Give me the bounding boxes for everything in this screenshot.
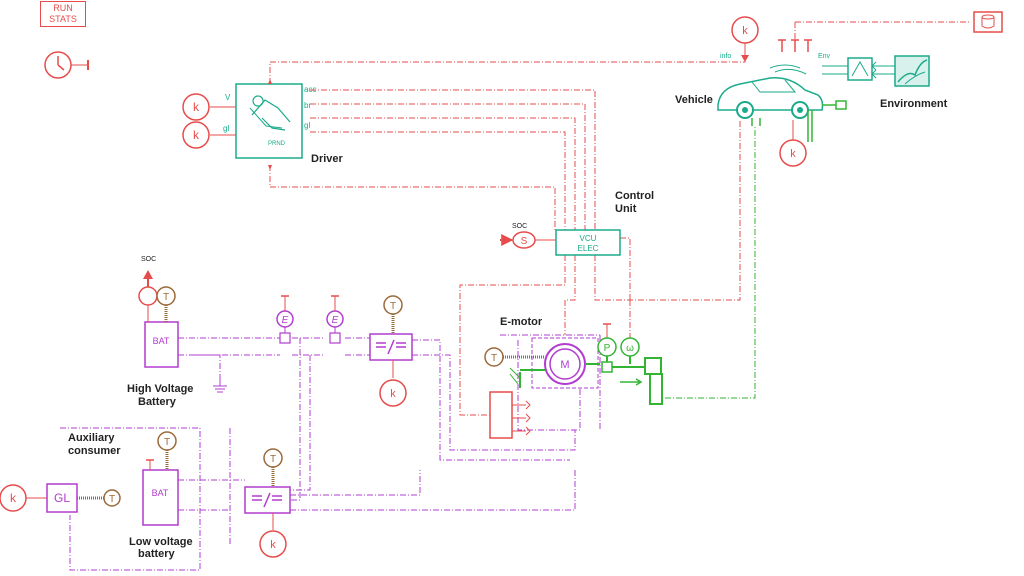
hv-bat-label: BAT bbox=[153, 336, 170, 346]
hv-battery-label-1: High Voltage bbox=[127, 383, 193, 395]
dcdc-converter-lv[interactable] bbox=[244, 486, 291, 514]
gl-label: GL bbox=[54, 491, 70, 505]
p-label: P bbox=[604, 343, 611, 354]
run-stats-button[interactable]: RUN STATS bbox=[40, 1, 86, 27]
k-label: k bbox=[390, 388, 396, 400]
omega-label: ω bbox=[626, 343, 634, 354]
k-constant-aux[interactable] bbox=[0, 484, 47, 512]
environment-block[interactable] bbox=[822, 55, 930, 87]
k-constant-driver-gl[interactable] bbox=[182, 121, 210, 149]
soc-sensor-vcu[interactable] bbox=[500, 231, 556, 249]
driver-label: Driver bbox=[311, 153, 344, 165]
lv-temp-sensor[interactable] bbox=[157, 431, 177, 470]
hv-battery-block[interactable] bbox=[144, 321, 179, 368]
hv-temperature-sensor[interactable] bbox=[156, 286, 176, 322]
database-icon[interactable] bbox=[973, 11, 1003, 33]
motor-controller-block[interactable] bbox=[489, 391, 531, 439]
energy-sensor-2[interactable] bbox=[326, 295, 344, 344]
speed-sensor[interactable] bbox=[620, 337, 640, 364]
run-label: RUN bbox=[53, 3, 73, 13]
k-constant-dcdc-hv[interactable] bbox=[379, 360, 407, 407]
port-env: Env bbox=[818, 53, 831, 60]
e-label: E bbox=[282, 315, 289, 326]
emotor-temp-sensor[interactable] bbox=[484, 347, 545, 367]
port-driver-gl: gl bbox=[223, 124, 229, 133]
signal-lines bbox=[269, 21, 970, 416]
control-unit-label-2: Unit bbox=[615, 203, 637, 215]
gearbox-block[interactable] bbox=[612, 357, 663, 405]
port-gl: gl bbox=[304, 121, 310, 130]
ground-symbol bbox=[213, 380, 227, 393]
dcdc-hv-temp-sensor[interactable] bbox=[383, 295, 403, 334]
k-constant-vehicle-bottom[interactable] bbox=[779, 120, 807, 167]
t-label: T bbox=[491, 353, 497, 364]
dcdc-converter-hv[interactable] bbox=[369, 333, 413, 361]
k-label: k bbox=[10, 491, 17, 505]
lv-soc-port bbox=[146, 459, 154, 470]
control-unit-label-1: Control bbox=[615, 190, 654, 202]
t-label: T bbox=[163, 292, 169, 303]
lv-battery-block[interactable] bbox=[142, 469, 179, 526]
k-label: k bbox=[193, 128, 200, 142]
k-constant-dcdc-lv[interactable] bbox=[259, 513, 287, 558]
port-br: br bbox=[304, 101, 311, 110]
stats-label: STATS bbox=[49, 14, 77, 24]
s-label: S bbox=[521, 236, 528, 247]
hv-soc-sensor[interactable] bbox=[138, 270, 158, 322]
vehicle-label: Vehicle bbox=[675, 94, 713, 106]
aux-label-1: Auxiliary bbox=[68, 432, 115, 444]
aux-temp-sensor[interactable] bbox=[77, 489, 121, 507]
k-label: k bbox=[742, 25, 748, 37]
lv-battery-label-2: battery bbox=[138, 548, 176, 560]
prnd-label: PRND bbox=[268, 141, 286, 147]
port-v: V bbox=[225, 93, 231, 102]
soc-label-vcu: SOC bbox=[512, 223, 527, 230]
t-label: T bbox=[270, 454, 276, 465]
aux-consumer-block[interactable] bbox=[46, 483, 78, 513]
k-label: k bbox=[270, 539, 276, 551]
mechanical-signal-lines bbox=[665, 125, 756, 399]
t-label: T bbox=[109, 494, 115, 505]
environment-label: Environment bbox=[880, 98, 948, 110]
emotor-label: E-motor bbox=[500, 316, 543, 328]
lv-bat-label: BAT bbox=[152, 488, 169, 498]
elec-label: ELEC bbox=[578, 244, 599, 253]
power-sensor[interactable] bbox=[597, 323, 617, 373]
port-acc: acc bbox=[304, 85, 316, 94]
k-constant-driver-v[interactable] bbox=[182, 93, 210, 121]
t-label: T bbox=[164, 437, 170, 448]
e-label: E bbox=[332, 315, 339, 326]
vcu-label: VCU bbox=[580, 234, 597, 243]
port-info: info bbox=[720, 53, 731, 60]
motor-label: M bbox=[560, 359, 569, 371]
clock-icon[interactable] bbox=[44, 51, 89, 79]
t-label: T bbox=[390, 301, 396, 312]
vehicle-block[interactable] bbox=[717, 64, 847, 142]
aux-label-2: consumer bbox=[68, 445, 121, 457]
dcdc-lv-temp-sensor[interactable] bbox=[263, 448, 283, 487]
k-label: k bbox=[193, 100, 200, 114]
electrical-lines bbox=[60, 334, 601, 571]
hv-battery-label-2: Battery bbox=[138, 396, 177, 408]
emotor-block[interactable] bbox=[509, 337, 600, 389]
soc-label-battery: SOC bbox=[141, 256, 156, 263]
lv-battery-label-1: Low voltage bbox=[129, 536, 193, 548]
k-constant-vehicle-top[interactable] bbox=[731, 16, 759, 62]
vcu-block[interactable] bbox=[555, 229, 621, 256]
energy-sensor-1[interactable] bbox=[276, 295, 294, 344]
k-label: k bbox=[790, 148, 796, 160]
